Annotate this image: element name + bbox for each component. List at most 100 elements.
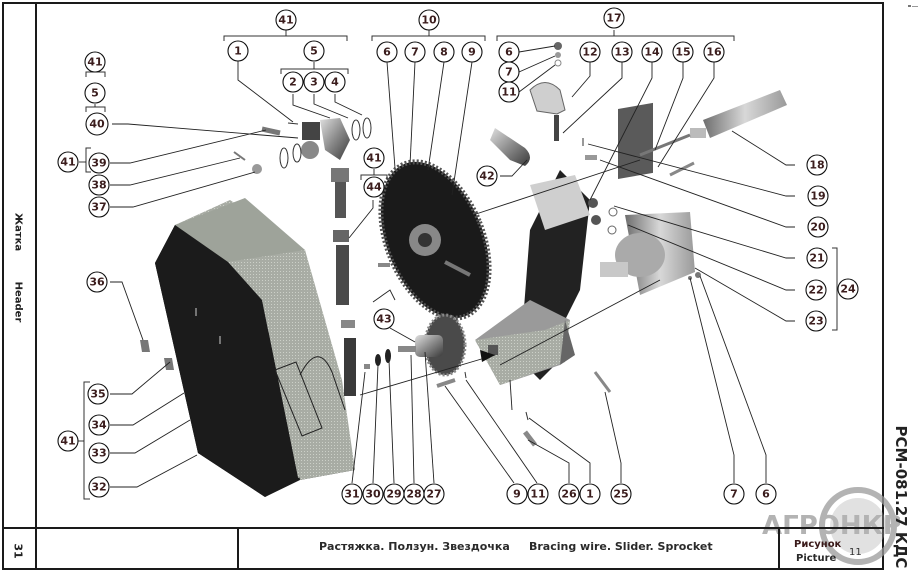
svg-text:9: 9 xyxy=(513,488,521,501)
callout-34: 34 xyxy=(88,414,110,436)
svg-text:25: 25 xyxy=(613,488,628,501)
title-block-blank-cell xyxy=(35,529,239,570)
page-number: 31 xyxy=(11,543,25,559)
callout-1-bottom: 1 xyxy=(579,483,601,505)
callout-27: 27 xyxy=(423,483,445,505)
svg-text:15: 15 xyxy=(675,46,690,59)
svg-text:28: 28 xyxy=(406,488,421,501)
callout-9-top: 9 xyxy=(461,41,483,63)
exploded-assembly-drawing: 41 1 5 2 3 4 10 6 7 8 9 17 6 7 11 12 13 … xyxy=(57,7,859,505)
shaft-stack xyxy=(331,168,356,396)
svg-text:7: 7 xyxy=(505,66,513,79)
svg-text:11: 11 xyxy=(530,488,545,501)
callout-14: 14 xyxy=(641,41,663,63)
callout-29: 29 xyxy=(383,483,405,505)
callout-22: 22 xyxy=(805,279,827,301)
housing-block xyxy=(155,198,355,497)
figure-label-en: Picture xyxy=(796,553,837,564)
svg-text:44: 44 xyxy=(366,181,382,194)
callout-41-left-a: 41 xyxy=(84,51,106,73)
svg-text:41: 41 xyxy=(278,14,293,27)
svg-text:41: 41 xyxy=(87,56,102,69)
callout-6-right-group: 6 xyxy=(498,41,520,63)
svg-text:24: 24 xyxy=(840,283,856,296)
svg-text:14: 14 xyxy=(644,46,660,59)
callout-16: 16 xyxy=(703,41,725,63)
document-code: РСМ-081.27 КДС xyxy=(892,425,910,569)
callout-41-left-b: 41 xyxy=(57,151,79,173)
svg-text:35: 35 xyxy=(90,388,105,401)
callout-3: 3 xyxy=(303,71,325,93)
callout-17: 17 xyxy=(603,7,625,29)
svg-text:6: 6 xyxy=(505,46,513,59)
callout-6-top: 6 xyxy=(376,41,398,63)
svg-text:29: 29 xyxy=(386,488,401,501)
callout-7-right-group: 7 xyxy=(498,61,520,83)
title-block: Растяжка. Ползун. Звездочка Bracing wire… xyxy=(35,527,884,570)
callout-36: 36 xyxy=(86,271,108,293)
svg-text:18: 18 xyxy=(809,159,824,172)
callout-44: 44 xyxy=(363,176,385,198)
svg-text:16: 16 xyxy=(706,46,722,59)
callout-6-bottom: 6 xyxy=(755,483,777,505)
callout-4: 4 xyxy=(324,71,346,93)
svg-text:41: 41 xyxy=(366,152,381,165)
drawing-title-en: Bracing wire. Slider. Sprocket xyxy=(529,540,713,553)
callout-8: 8 xyxy=(433,41,455,63)
callout-18: 18 xyxy=(806,154,828,176)
callout-23: 23 xyxy=(805,310,827,332)
callout-43: 43 xyxy=(373,308,395,330)
figure-label-ru: Рисунок xyxy=(794,539,842,550)
callout-13: 13 xyxy=(611,41,633,63)
svg-text:6: 6 xyxy=(762,488,770,501)
svg-text:43: 43 xyxy=(376,313,391,326)
callout-26: 26 xyxy=(558,483,580,505)
callout-2: 2 xyxy=(282,71,304,93)
section-name-ru: Жатка xyxy=(12,212,24,252)
svg-text:17: 17 xyxy=(606,12,621,25)
drawing-title-ru: Растяжка. Ползун. Звездочка xyxy=(319,540,510,553)
callout-25: 25 xyxy=(610,483,632,505)
svg-text:32: 32 xyxy=(91,481,106,494)
callout-11-right-group: 11 xyxy=(498,81,520,103)
svg-text:38: 38 xyxy=(91,179,106,192)
svg-text:19: 19 xyxy=(810,190,825,203)
svg-text:34: 34 xyxy=(91,419,107,432)
callout-41-top: 41 xyxy=(275,9,297,31)
svg-text:20: 20 xyxy=(810,221,826,234)
cylinder-tube xyxy=(582,90,787,177)
drawing-frame xyxy=(2,2,884,570)
svg-text:41: 41 xyxy=(60,435,75,448)
svg-text:11: 11 xyxy=(501,86,516,99)
svg-text:3: 3 xyxy=(310,76,318,89)
small-sprocket xyxy=(364,313,467,377)
callout-42: 42 xyxy=(476,165,498,187)
svg-text:6: 6 xyxy=(383,46,391,59)
svg-text:5: 5 xyxy=(310,45,318,58)
svg-text:37: 37 xyxy=(91,201,106,214)
svg-text:39: 39 xyxy=(91,157,106,170)
svg-text:1: 1 xyxy=(234,45,242,58)
svg-text:9: 9 xyxy=(468,46,476,59)
callout-12: 12 xyxy=(579,41,601,63)
svg-text:23: 23 xyxy=(808,315,823,328)
callout-28: 28 xyxy=(403,483,425,505)
callout-39: 39 xyxy=(88,152,110,174)
svg-text:2: 2 xyxy=(289,76,297,89)
callout-21: 21 xyxy=(806,247,828,269)
svg-text:10: 10 xyxy=(421,14,437,27)
callout-10: 10 xyxy=(418,9,440,31)
side-panel xyxy=(2,2,37,570)
callout-5-left: 5 xyxy=(84,82,106,104)
callout-32: 32 xyxy=(88,476,110,498)
assembly-lines xyxy=(359,159,661,411)
callout-31: 31 xyxy=(341,483,363,505)
section-name-en: Header xyxy=(12,281,24,323)
svg-text:13: 13 xyxy=(614,46,629,59)
figure-number: 11 xyxy=(849,547,862,558)
side-divider xyxy=(2,527,37,529)
callout-19: 19 xyxy=(807,185,829,207)
svg-text:26: 26 xyxy=(561,488,577,501)
callout-24: 24 xyxy=(837,278,859,300)
callout-40: 40 xyxy=(85,112,109,136)
